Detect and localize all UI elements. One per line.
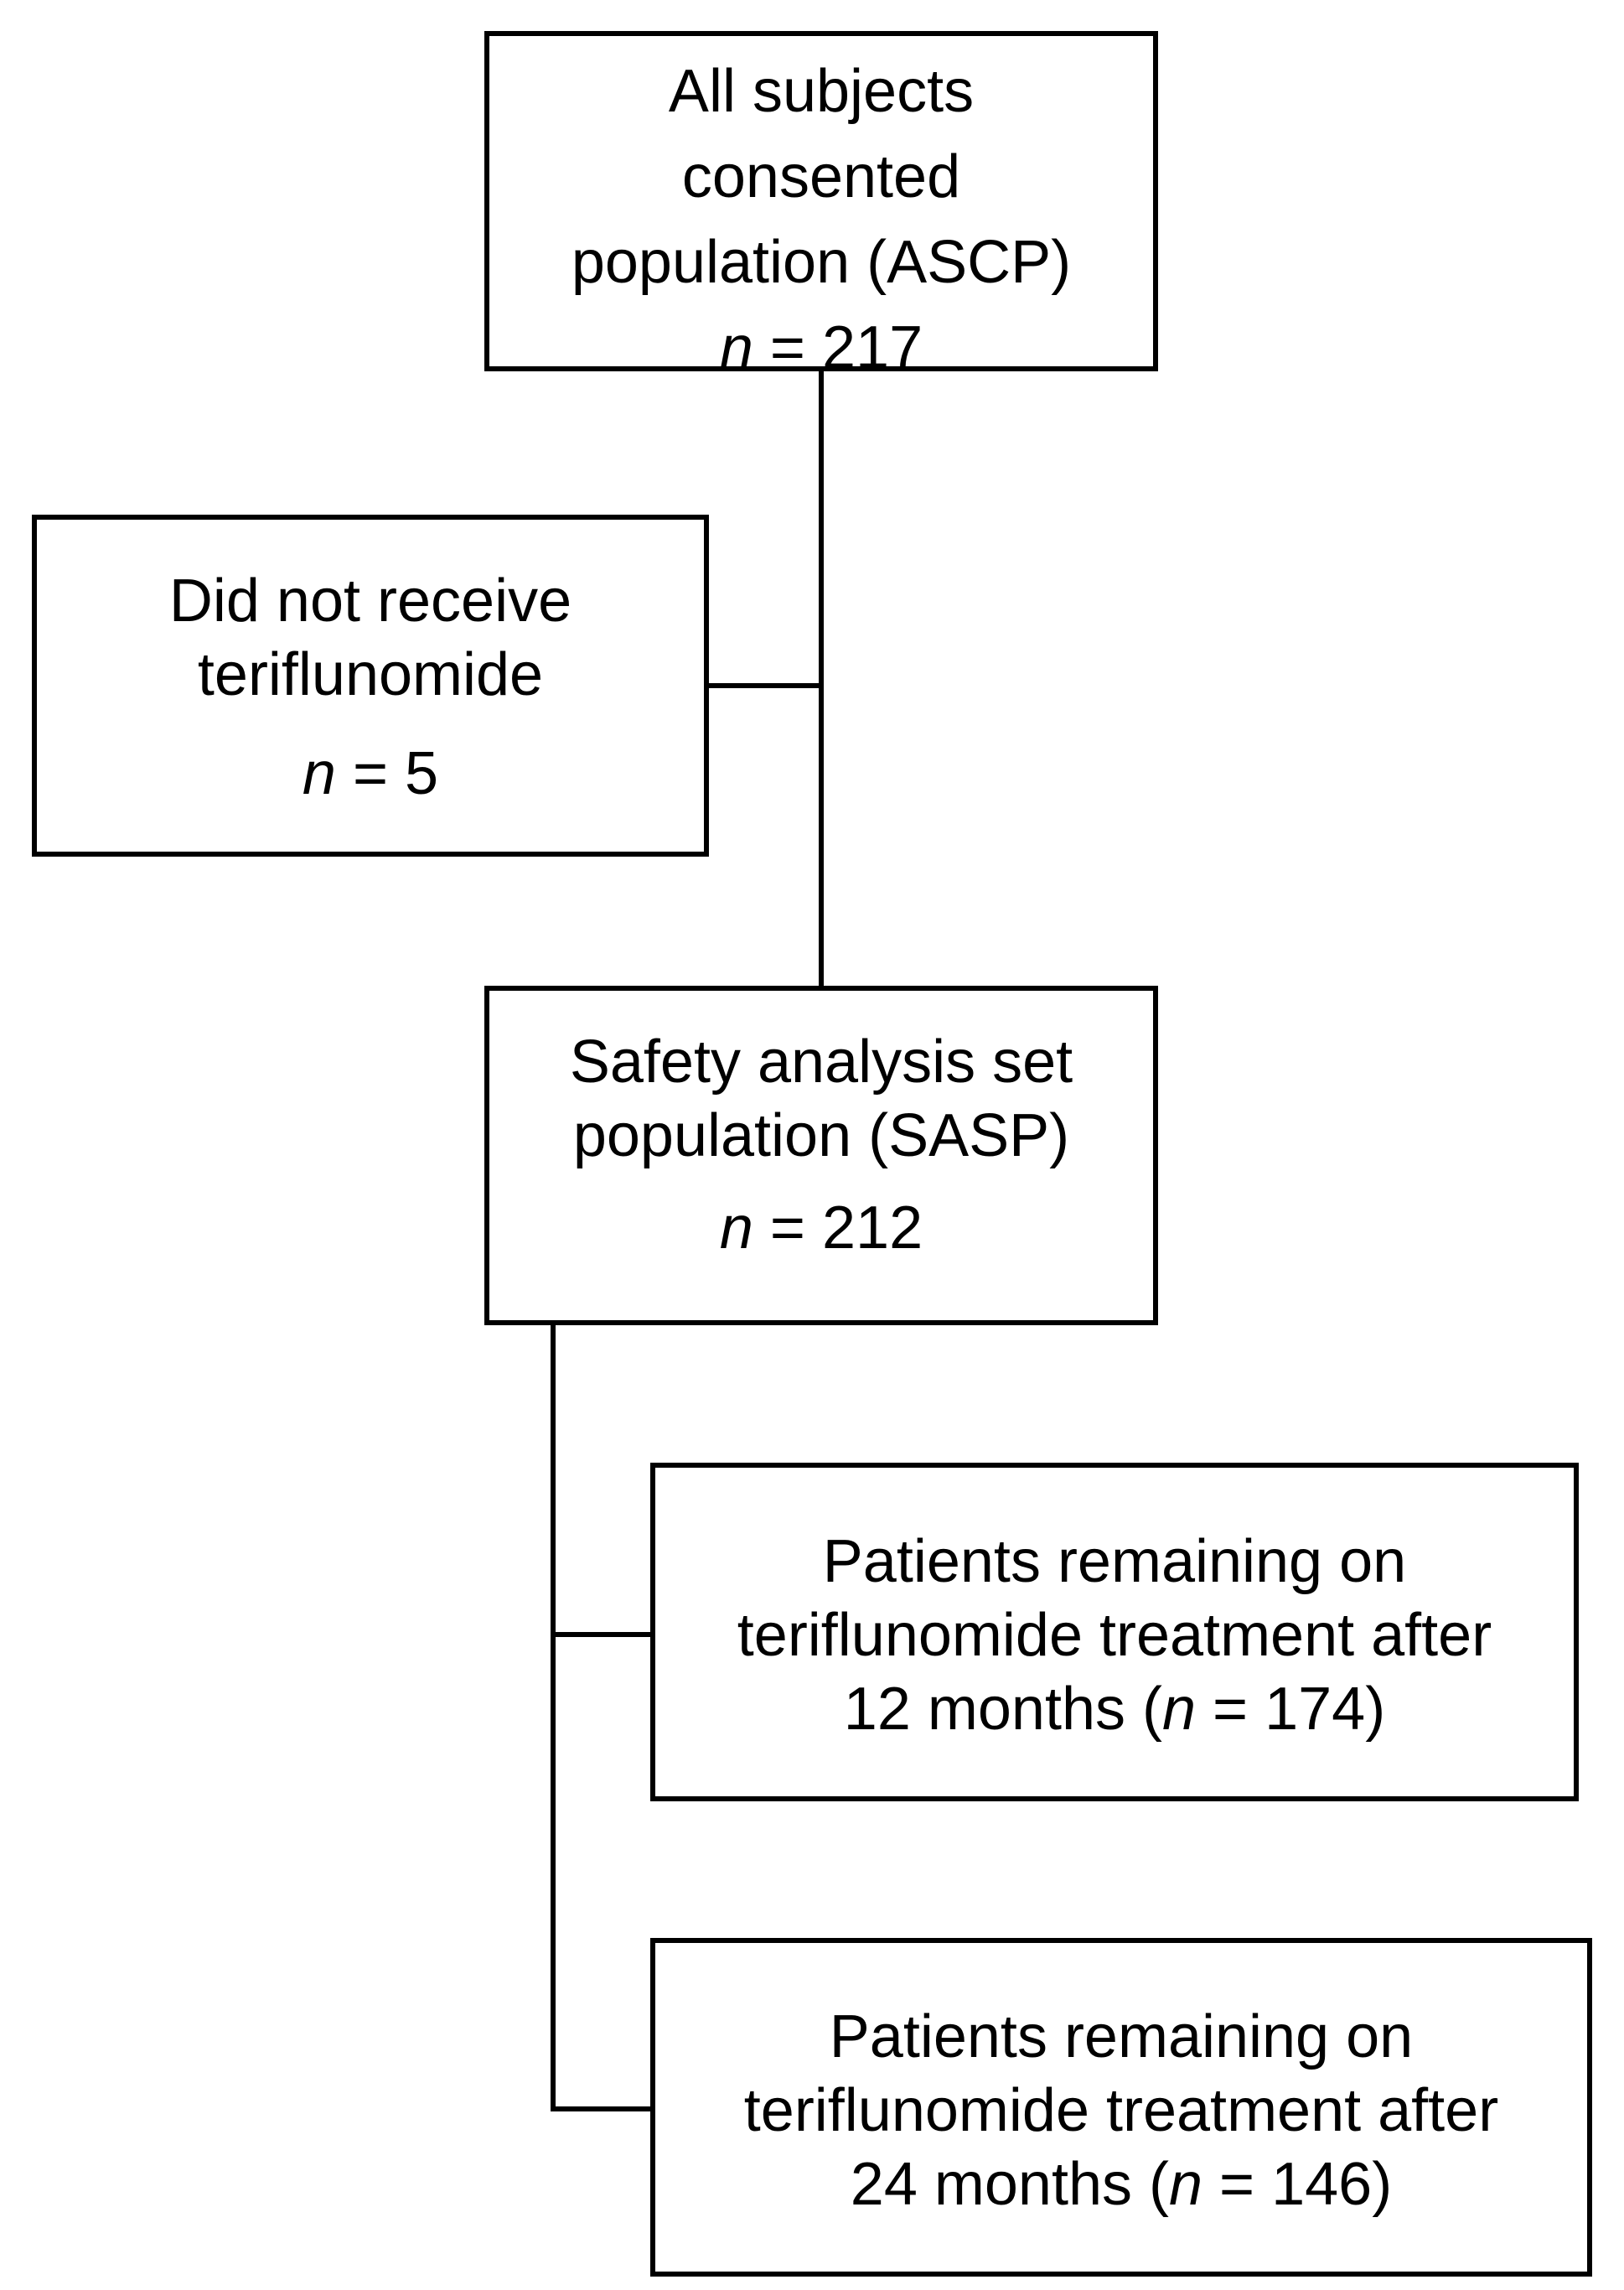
excluded-n-symbol: n bbox=[302, 740, 336, 807]
month-12-label-line-1: Patients remaining on bbox=[822, 1528, 1407, 1595]
month-24-n-value: = 146) bbox=[1202, 2151, 1393, 2218]
month-24-label-line-1: Patients remaining on bbox=[829, 2003, 1414, 2070]
month-12-n-symbol: n bbox=[1161, 1676, 1197, 1743]
excluded-count: n = 5 bbox=[37, 737, 704, 811]
ascp-label-line-1: All subjects bbox=[668, 58, 975, 125]
sasp-count: n = 212 bbox=[489, 1191, 1153, 1265]
ascp-n-symbol: n bbox=[719, 314, 753, 381]
month-24-label-line-3: 24 months ( bbox=[850, 2151, 1169, 2218]
month-12-count-line: 12 months (n = 174) bbox=[655, 1672, 1574, 1746]
sasp-label-line-1: Safety analysis set bbox=[569, 1028, 1073, 1096]
ascp-label-line-2: consented bbox=[681, 143, 961, 210]
sasp-box: Safety analysis set population (SASP) n … bbox=[484, 986, 1158, 1325]
ascp-label-line-3: population (ASCP) bbox=[571, 229, 1072, 296]
ascp-box: All subjects consented population (ASCP)… bbox=[484, 31, 1158, 381]
month-12-n-value: = 174) bbox=[1196, 1676, 1386, 1743]
excluded-box: Did not receive teriflunomide n = 5 bbox=[32, 515, 709, 857]
excluded-label-line-1: Did not receive bbox=[168, 567, 572, 635]
excluded-n-value: = 5 bbox=[335, 740, 439, 807]
month-12-label-line-3: 12 months ( bbox=[843, 1676, 1162, 1743]
excluded-label-line-2: teriflunomide bbox=[197, 641, 544, 708]
month-24-label-line-2: teriflunomide treatment after bbox=[743, 2077, 1499, 2144]
month-24-n-symbol: n bbox=[1168, 2151, 1203, 2218]
sasp-n-value: = 212 bbox=[753, 1194, 923, 1262]
ascp-n-value: = 217 bbox=[753, 314, 923, 381]
month-12-box: Patients remaining on teriflunomide trea… bbox=[650, 1463, 1579, 1801]
month-24-box: Patients remaining on teriflunomide trea… bbox=[650, 1938, 1592, 2277]
ascp-count: n = 217 bbox=[489, 311, 1153, 385]
sasp-label-line-2: population (SASP) bbox=[572, 1102, 1070, 1169]
month-24-count-line: 24 months (n = 146) bbox=[655, 2148, 1587, 2221]
sasp-n-symbol: n bbox=[719, 1194, 753, 1262]
month-12-label-line-2: teriflunomide treatment after bbox=[737, 1602, 1492, 1669]
